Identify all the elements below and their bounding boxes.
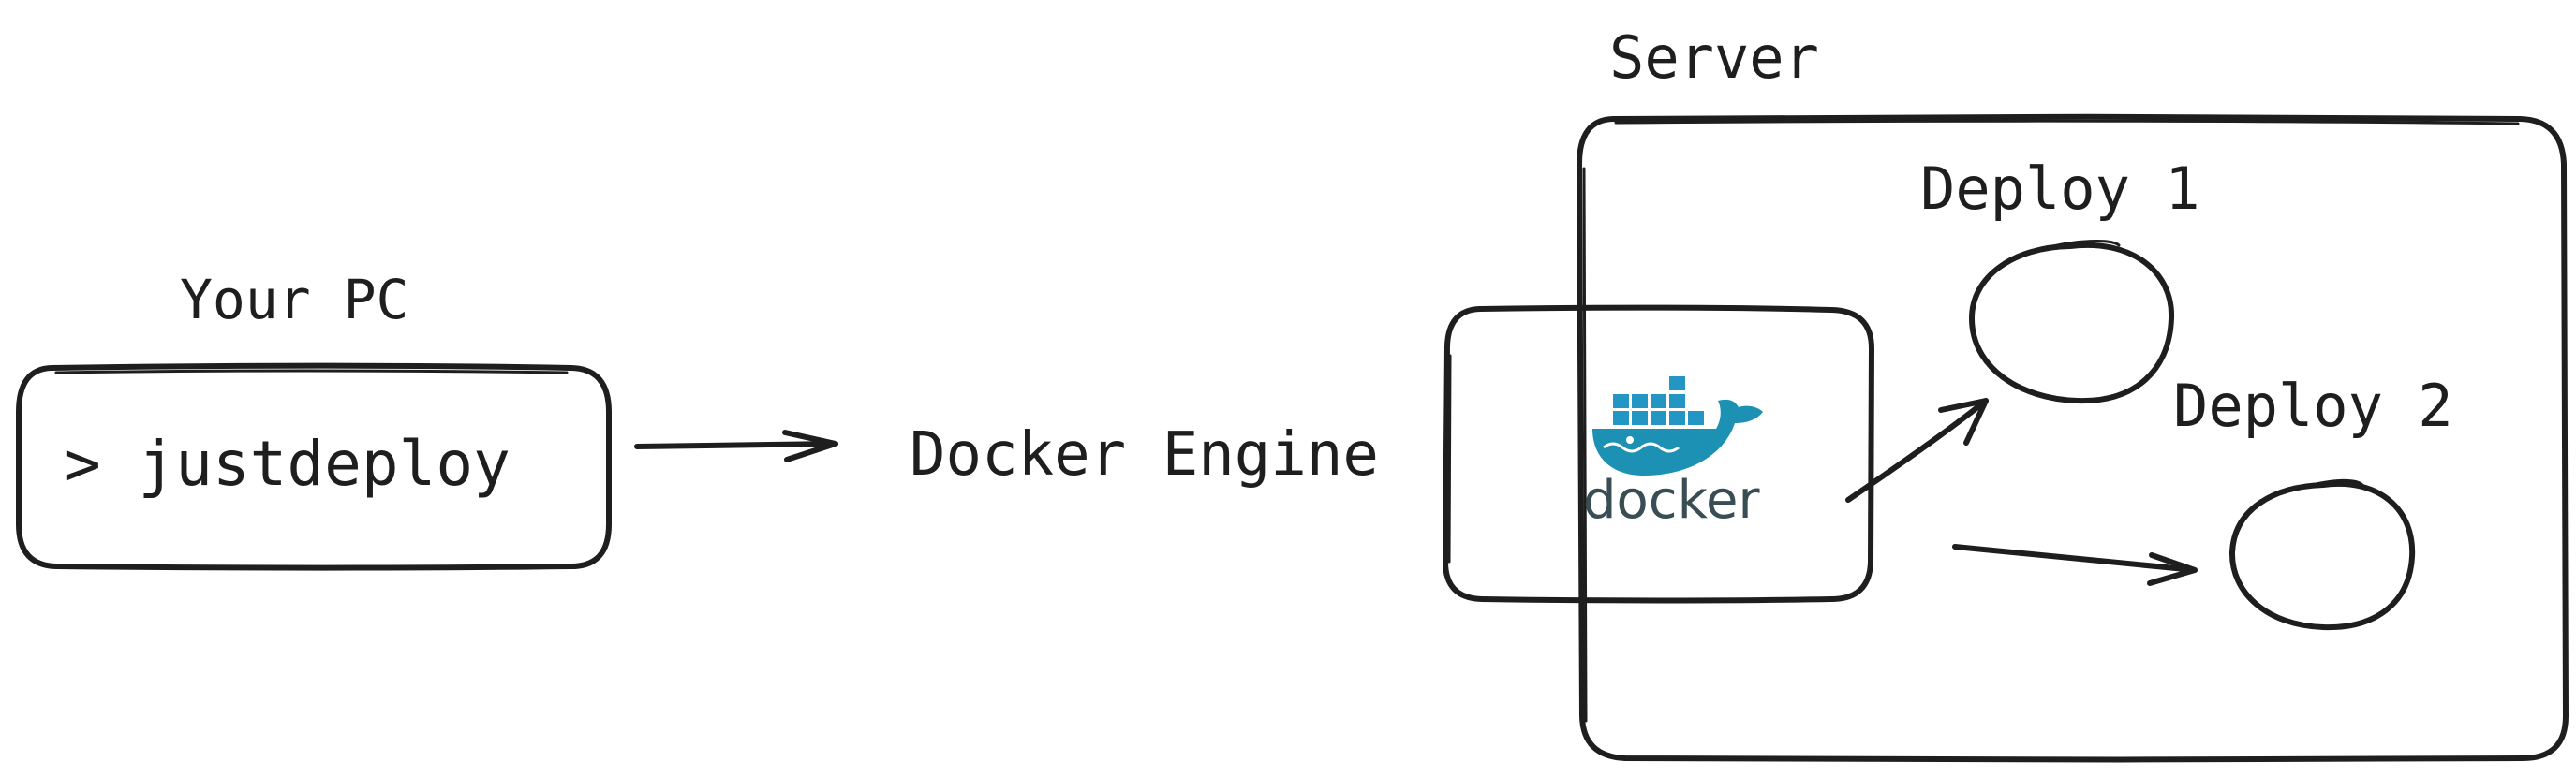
arrow-engine-to-deploy-1 <box>1845 398 1989 503</box>
your-pc-label: Your PC <box>180 268 408 331</box>
deploy-2-node <box>2228 478 2416 631</box>
docker-whale-icon: docker <box>1583 374 1763 531</box>
server-box <box>1577 113 2569 763</box>
docker-wordmark: docker <box>1583 470 1760 531</box>
command-text: > justdeploy <box>64 428 511 500</box>
deploy-1-label: Deploy 1 <box>1920 154 2200 223</box>
your-pc-box <box>16 362 612 571</box>
deploy-2-label: Deploy 2 <box>2173 372 2453 440</box>
deploy-1-node <box>1969 240 2175 404</box>
docker-engine-box <box>1443 304 1874 604</box>
server-label: Server <box>1609 23 1819 92</box>
arrow-pc-to-engine <box>634 430 838 462</box>
docker-engine-label: Docker Engine <box>910 420 1379 490</box>
arrow-engine-to-deploy-2 <box>1952 544 2198 586</box>
